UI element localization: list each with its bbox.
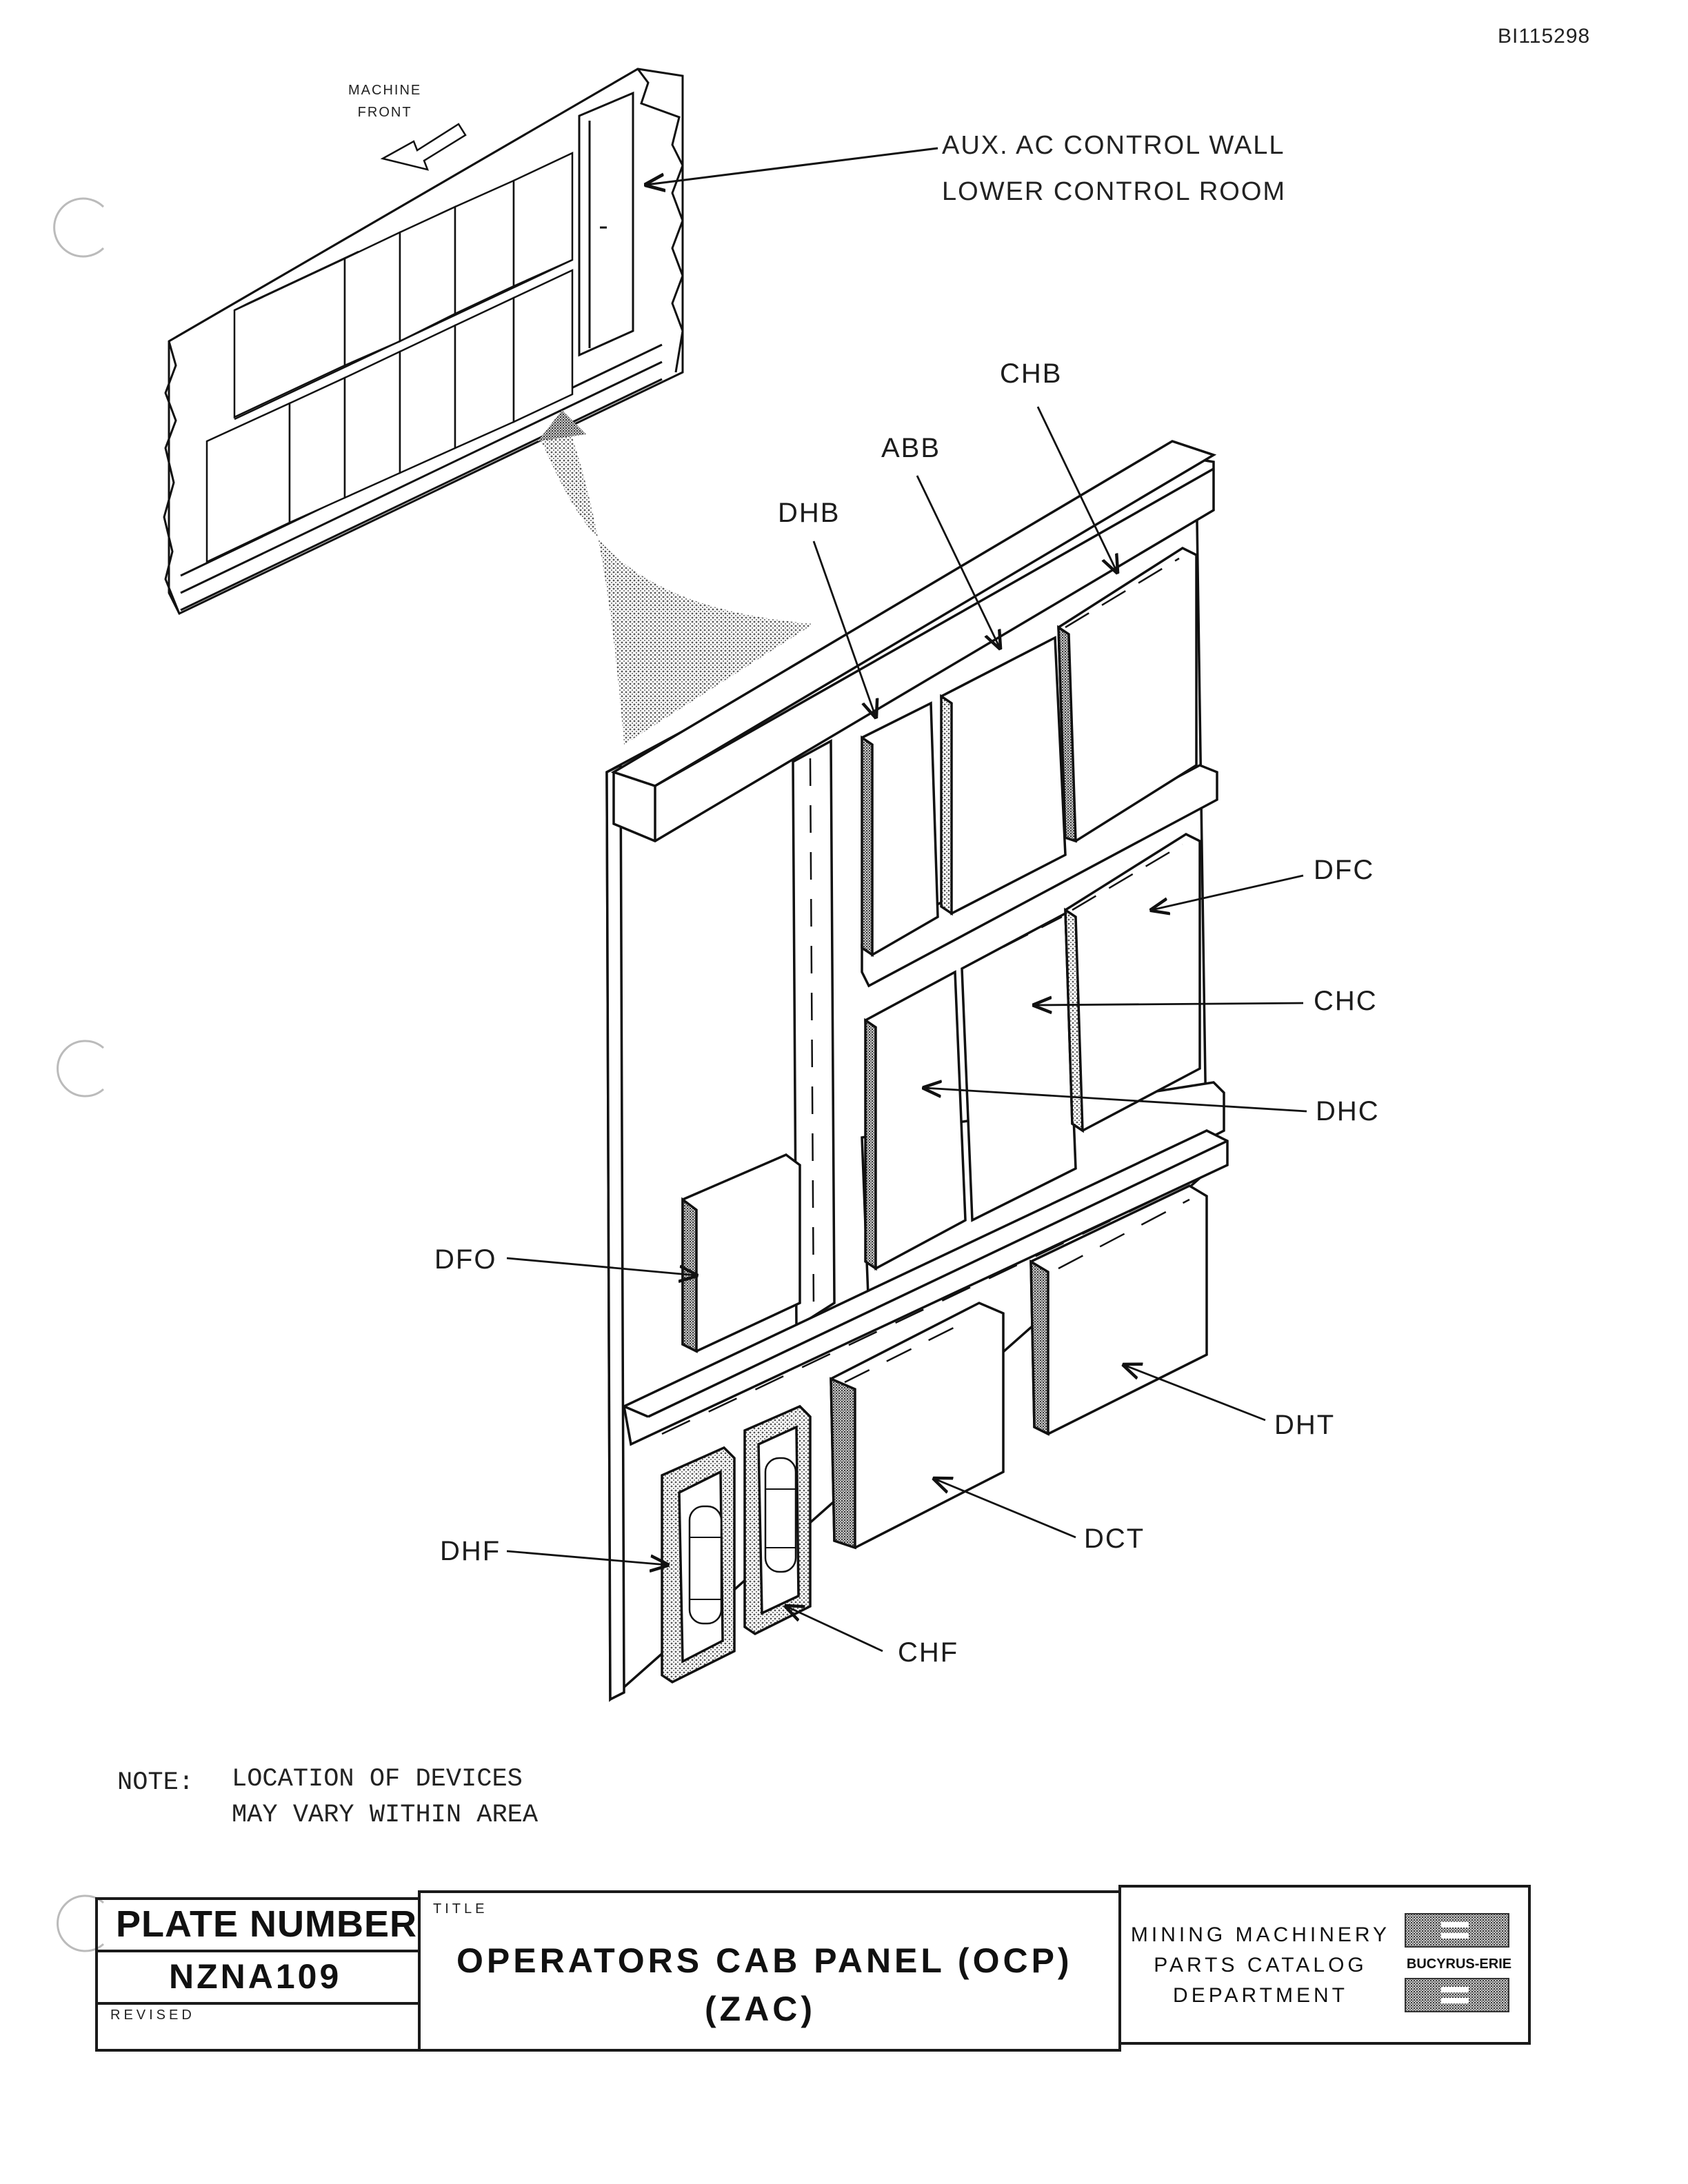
label-dfc: DFC: [1314, 855, 1375, 885]
view-indicator-fan: [538, 410, 814, 745]
callout-line2: LOWER CONTROL ROOM: [942, 177, 1287, 206]
machine-front-line1: MACHINE: [348, 83, 422, 98]
label-chb: CHB: [1000, 358, 1063, 389]
brand-name: BUCYRUS-ERIE: [1406, 1957, 1512, 1972]
machine-front-line2: FRONT: [357, 105, 412, 120]
label-dht: DHT: [1274, 1410, 1336, 1440]
note-line1: LOCATION OF DEVICES: [232, 1765, 523, 1794]
machine-front-arrow: [380, 123, 467, 171]
department-box: [1118, 1885, 1531, 2045]
note-prefix: NOTE:: [117, 1768, 194, 1797]
dct-box: [830, 1302, 1005, 1550]
document-id: BI115298: [1498, 25, 1591, 48]
label-dhf: DHF: [440, 1536, 501, 1566]
label-abb: ABB: [881, 433, 941, 463]
fuse-holder-chf: [743, 1404, 812, 1636]
binder-holes: [53, 197, 105, 1952]
label-dfo: DFO: [434, 1244, 497, 1275]
dept-line2: PARTS CATALOG: [1154, 1954, 1367, 1976]
title-line1: OPERATORS CAB PANEL (OCP): [456, 1941, 1073, 1980]
revised-label: REVISED: [110, 2008, 195, 2023]
label-dhb: DHB: [778, 498, 841, 528]
label-dhc: DHC: [1316, 1096, 1380, 1126]
plate-label: PLATE NUMBER: [116, 1903, 417, 1945]
dfo-box: [681, 1153, 801, 1353]
dept-line1: MINING MACHINERY: [1130, 1923, 1391, 1946]
label-chf: CHF: [898, 1637, 959, 1668]
label-dct: DCT: [1084, 1524, 1145, 1554]
aux-wall-cabinets: [205, 152, 574, 563]
fuse-holder-dhf: [661, 1446, 736, 1684]
relay-boxes-upper: [861, 546, 1198, 958]
dht-box: [1029, 1184, 1208, 1436]
note-line2: MAY VARY WITHIN AREA: [232, 1801, 539, 1830]
dept-line3: DEPARTMENT: [1173, 1984, 1348, 2007]
callout-leader: [646, 147, 938, 185]
plate-number: NZNA109: [169, 1957, 342, 1996]
title-label: TITLE: [433, 1901, 488, 1917]
callout-line1: AUX. AC CONTROL WALL: [942, 131, 1285, 160]
label-chc: CHC: [1314, 986, 1378, 1016]
title-line2: (ZAC): [705, 1990, 816, 2028]
machine-front-label: MACHINE FRONT: [348, 79, 421, 123]
leader-lines: [506, 406, 1307, 1652]
bucyrus-erie-logo: [1405, 1913, 1509, 2012]
